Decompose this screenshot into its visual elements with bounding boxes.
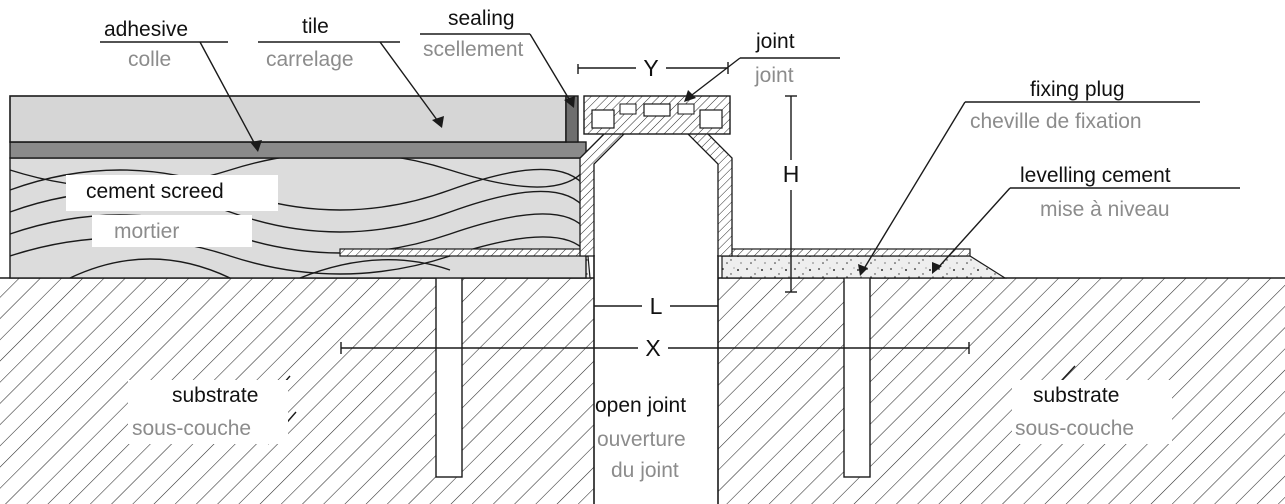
- adhesive-layer: [9, 141, 587, 159]
- leader-arrowheads: [250, 90, 942, 276]
- open-joint-label-fr-line1: ouverture: [597, 428, 686, 451]
- open-joint-label-fr-line2: du joint: [611, 459, 679, 482]
- dimension-y: Y: [577, 55, 729, 81]
- substrate-left-label: substrate: [172, 384, 258, 407]
- dimension-x: X: [340, 335, 970, 361]
- adhesive-label-fr: colle: [128, 48, 171, 71]
- tile-label: tile: [302, 15, 329, 38]
- substrate-right-label-fr: sous-couche: [1015, 417, 1134, 440]
- adhesive-label: adhesive: [104, 18, 188, 41]
- cement-screed-label-fr: mortier: [114, 220, 179, 243]
- profile-right-leg: [686, 125, 733, 257]
- joint-label-fr: joint: [754, 64, 794, 87]
- fixing-plug-label-fr: cheville de fixation: [970, 110, 1142, 133]
- levelling-cement-label: levelling cement: [1020, 164, 1171, 187]
- sealing-strip: [565, 95, 579, 143]
- dimension-h: H: [783, 95, 800, 293]
- profile-base-right: [721, 248, 971, 257]
- profile-chamber-small-right: [677, 103, 695, 115]
- screed-label-bg-en: [66, 175, 278, 211]
- joint-label: joint: [755, 30, 795, 53]
- dimension-y-label: Y: [643, 55, 658, 81]
- screed-label-bg-fr: [92, 215, 252, 247]
- open-joint-label: open joint: [595, 394, 686, 417]
- substrate-left-label-fr: sous-couche: [132, 417, 251, 440]
- profile-chamber-right: [699, 109, 723, 129]
- sealing-label-fr: scellement: [423, 38, 524, 61]
- fixing-plug-right: [843, 254, 871, 478]
- substrate-right-label-bg: [1012, 380, 1172, 444]
- profile-chamber-center: [643, 103, 671, 117]
- profile-base-left: [339, 248, 589, 257]
- substrate-right-block: [718, 278, 1285, 504]
- tile-label-fr: carrelage: [266, 48, 354, 71]
- dimension-l: L: [594, 293, 718, 319]
- substrate-left-block: [0, 278, 594, 504]
- substrate-left-label-bg: [128, 380, 288, 444]
- fixing-plug-label: fixing plug: [1030, 78, 1125, 101]
- substrate-right-label: substrate: [1033, 384, 1119, 407]
- dimension-x-label: X: [645, 335, 660, 361]
- fixing-plug-left: [435, 254, 463, 478]
- profile-chamber-small-left: [619, 103, 637, 115]
- cement-screed-label: cement screed: [86, 180, 224, 203]
- tile-layer: [9, 95, 567, 143]
- dimension-h-label: H: [783, 161, 800, 187]
- profile-chamber-left: [591, 109, 615, 129]
- leader-lines: [100, 33, 1240, 445]
- sealing-label: sealing: [448, 7, 515, 30]
- dimension-l-label: L: [650, 293, 663, 319]
- levelling-cement-label-fr: mise à niveau: [1040, 198, 1170, 221]
